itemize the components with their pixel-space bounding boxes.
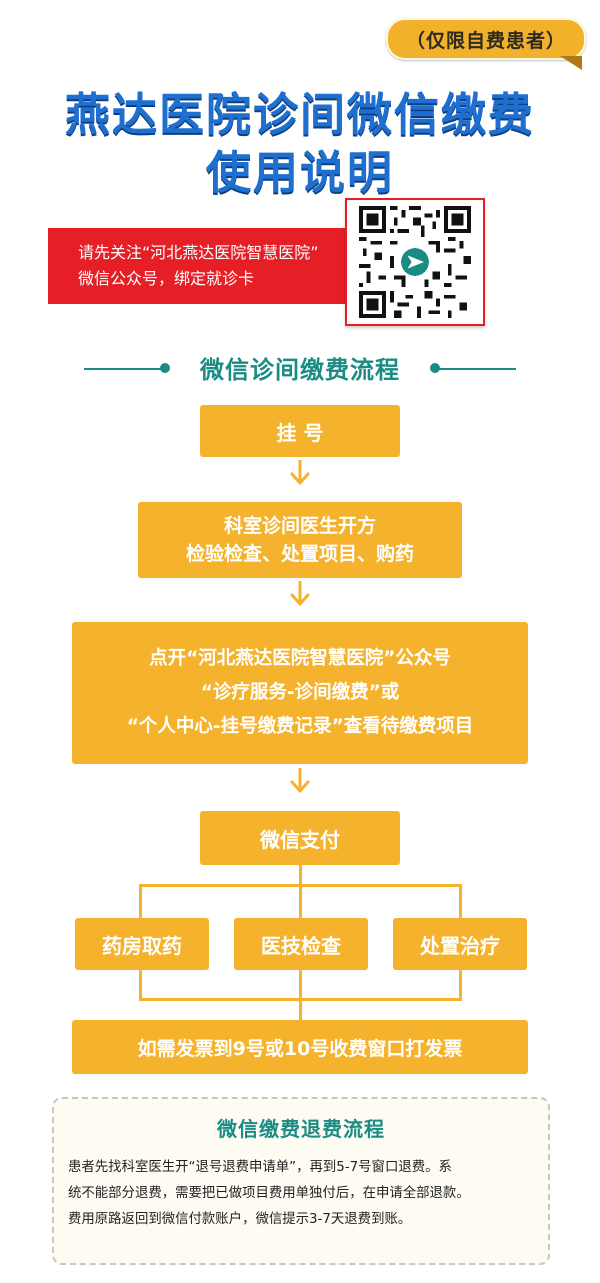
branch-treatment-label: 处置治疗	[420, 933, 500, 958]
connector-mid-bottom	[299, 970, 302, 1020]
branch-pharmacy-label: 药房取药	[102, 933, 182, 958]
refund-line-3: 费用原路返回到微信付款账户，微信提示3-7天退费到账。	[68, 1212, 412, 1227]
refund-heading: 微信缴费退费流程	[217, 1117, 385, 1141]
page-title: 燕达医院诊间微信缴费	[64, 88, 535, 141]
refund-line-1: 患者先找科室医生开“退号退费申请单”，再到5-7号窗口退费。系	[68, 1160, 452, 1175]
step-wechat-pay-label: 微信支付	[260, 827, 340, 852]
banner-line-2: 微信公众号，绑定就诊卡	[78, 269, 255, 288]
step-wechat-pay: 微信支付	[200, 811, 400, 865]
step-open-account-line-1: 点开“河北燕达医院智慧医院”公众号	[149, 648, 451, 669]
step-invoice: 如需发票到9号或10号收费窗口打发票	[72, 1020, 528, 1074]
connector-left-top	[139, 884, 142, 918]
connector-stem	[299, 865, 302, 885]
step-prescription-line-1: 科室诊间医生开方	[223, 515, 376, 537]
step-register: 挂 号	[200, 405, 400, 457]
badge-tail	[560, 56, 582, 70]
page-subtitle: 使用说明	[205, 146, 394, 199]
self-pay-badge: （仅限自费患者）	[386, 18, 586, 60]
step-invoice-label: 如需发票到9号或10号收费窗口打发票	[137, 1037, 463, 1060]
step-open-account-line-3: “个人中心-挂号缴费记录”查看待缴费项目	[126, 716, 474, 737]
branch-treatment: 处置治疗	[393, 918, 527, 970]
arrow-down-icon	[290, 581, 310, 606]
connector-right-bottom	[459, 970, 462, 1000]
refund-panel: 微信缴费退费流程 患者先找科室医生开“退号退费申请单”，再到5-7号窗口退费。系…	[52, 1097, 550, 1265]
heading-line-right	[436, 368, 516, 370]
flow-heading: 微信诊间缴费流程	[200, 356, 400, 384]
qr-code-icon	[359, 206, 471, 318]
heading-dot-right	[430, 363, 440, 373]
arrow-down-icon	[290, 768, 310, 793]
step-open-account-line-2: “诊疗服务-诊间缴费”或	[200, 682, 400, 703]
branch-pharmacy: 药房取药	[75, 918, 209, 970]
step-open-account: 点开“河北燕达医院智慧医院”公众号 “诊疗服务-诊间缴费”或 “个人中心-挂号缴…	[72, 622, 528, 764]
branch-medical-tech: 医技检查	[234, 918, 368, 970]
arrow-down-icon	[290, 460, 310, 485]
refund-line-2: 统不能部分退费，需要把已做项目费用单独付后，在申请全部退款。	[68, 1186, 470, 1201]
step-prescription: 科室诊间医生开方 检验检查、处置项目、购药	[138, 502, 462, 578]
step-register-label: 挂 号	[276, 420, 324, 445]
refund-text: 患者先找科室医生开“退号退费申请单”，再到5-7号窗口退费。系 统不能部分退费，…	[68, 1155, 540, 1233]
heading-dot-left	[160, 363, 170, 373]
connector-bottom-bar	[139, 998, 462, 1001]
qr-code-frame[interactable]	[345, 198, 485, 326]
banner-line-1: 请先关注“河北燕达医院智慧医院”	[78, 243, 319, 262]
connector-left-bottom	[139, 970, 142, 1000]
connector-mid-top	[299, 884, 302, 918]
connector-right-top	[459, 884, 462, 918]
heading-line-left	[84, 368, 166, 370]
step-prescription-line-2: 检验检查、处置项目、购药	[185, 543, 414, 565]
branch-medical-tech-label: 医技检查	[261, 933, 341, 958]
